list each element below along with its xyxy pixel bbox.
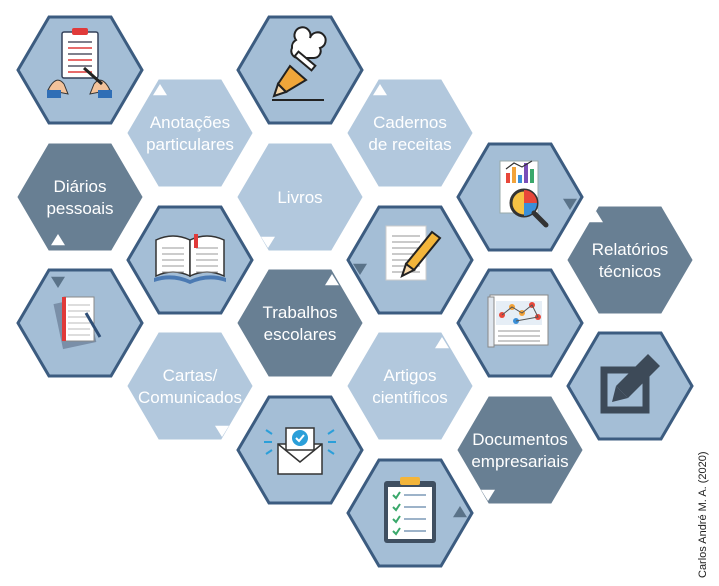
- report-magnifier-icon: [499, 160, 549, 228]
- hex-icon-envelope: [236, 395, 364, 505]
- hexagon-shape: [347, 79, 473, 187]
- hex-label-line: Trabalhos: [263, 303, 338, 322]
- triangle-marker: [353, 263, 367, 275]
- hex-label-line: Comunicados: [138, 388, 242, 407]
- hex-icon-paper-pencil: [346, 205, 474, 315]
- clipboard-checklist-icon: [384, 477, 436, 543]
- hex-icon-clipboard: [346, 458, 474, 568]
- envelope-check-icon: [264, 427, 336, 475]
- triangle-marker: [453, 506, 467, 518]
- newspaper-graph-icon: [487, 294, 549, 348]
- hex-label-line: de receitas: [368, 135, 451, 154]
- triangle-marker: [589, 211, 603, 223]
- hexagon-shape: [237, 143, 363, 251]
- hexagon-shape: [237, 269, 363, 377]
- hex-anotacoes: Anotações particulares: [127, 79, 253, 187]
- triangle-marker: [51, 276, 65, 288]
- hex-label-line: pessoais: [46, 199, 113, 218]
- triangle-marker: [373, 84, 387, 96]
- hex-label-line: Cartas/: [163, 366, 218, 385]
- triangle-marker: [215, 425, 229, 437]
- chef-hat-pencil-icon: [272, 26, 327, 101]
- hex-label-line: Livros: [277, 188, 322, 207]
- hex-label-line: Anotações: [150, 113, 230, 132]
- hex-label-line: técnicos: [599, 262, 661, 281]
- clipboard-hands-icon: [47, 28, 112, 98]
- hex-icon-report: [456, 142, 584, 252]
- triangle-marker: [325, 274, 339, 286]
- triangle-marker: [261, 236, 275, 248]
- edit-square-icon: [600, 354, 660, 414]
- hex-label-line: Cadernos: [373, 113, 447, 132]
- triangle-marker: [153, 84, 167, 96]
- hex-livros: Livros: [237, 143, 363, 251]
- hex-label-line: científicos: [372, 388, 448, 407]
- hex-icon-edit: [566, 331, 694, 441]
- open-book-icon: [154, 234, 226, 284]
- notebook-pen-icon: [53, 296, 102, 350]
- hex-documentos: Documentos empresariais: [457, 396, 583, 504]
- hex-relatorios: Relatórios técnicos: [567, 206, 693, 314]
- hex-cadernos: Cadernos de receitas: [347, 79, 473, 187]
- triangle-marker: [481, 489, 495, 501]
- hexagon-shape: [127, 79, 253, 187]
- hex-trabalhos: Trabalhos escolares: [237, 269, 363, 377]
- hexagon-shape: [17, 143, 143, 251]
- hex-icon-newspaper: [456, 268, 584, 378]
- hex-icon-chef-pencil: [236, 15, 364, 125]
- triangle-marker: [435, 337, 449, 349]
- hex-label-line: Diários: [54, 177, 107, 196]
- hex-icon-book: [126, 205, 254, 315]
- hex-artigos: Artigos científicos: [347, 332, 473, 440]
- hex-diarios: Diários pessoais: [17, 143, 143, 251]
- hexagon-shape: [347, 332, 473, 440]
- hexagon-shape: [567, 206, 693, 314]
- paper-pencil-icon: [385, 225, 442, 281]
- hex-label-line: empresariais: [471, 452, 568, 471]
- triangle-marker: [563, 198, 577, 210]
- hex-label-line: particulares: [146, 135, 234, 154]
- hex-label-line: Artigos: [384, 366, 437, 385]
- image-credit: Carlos André M. A. (2020): [697, 451, 709, 578]
- hex-icon-notebook: [16, 268, 144, 378]
- hex-icon-checklist-hands: [16, 15, 144, 125]
- hex-label-line: escolares: [264, 325, 337, 344]
- hexagon-shape: [457, 396, 583, 504]
- hex-cartas: Cartas/Comunicados: [127, 332, 253, 440]
- triangle-marker: [51, 234, 65, 246]
- hexagon-shape: [236, 15, 364, 125]
- hex-label-line: Documentos: [472, 430, 567, 449]
- hexagon-shape: [127, 332, 253, 440]
- hex-label-line: Relatórios: [592, 240, 669, 259]
